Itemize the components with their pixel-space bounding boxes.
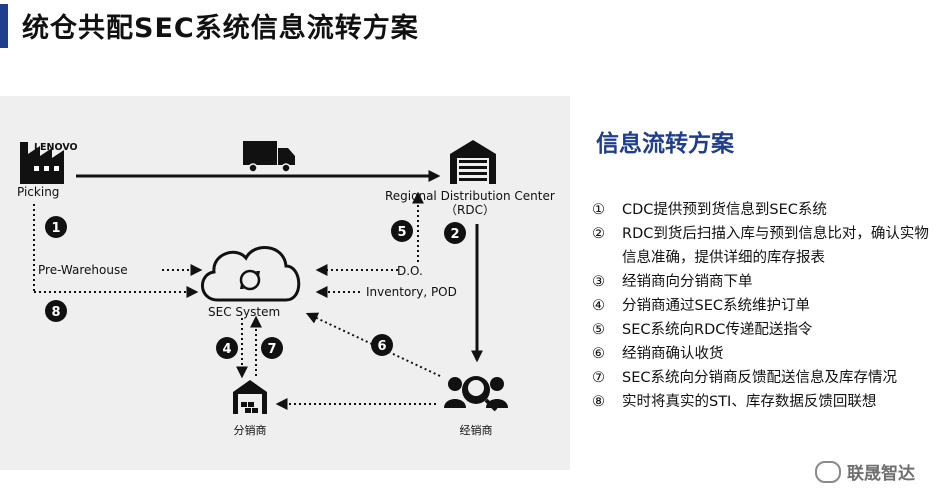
step-text: SEC系统向RDC传递配送指令 bbox=[622, 322, 813, 338]
badge-8: 8 bbox=[45, 300, 67, 322]
pre-warehouse-label: Pre-Warehouse bbox=[38, 263, 128, 277]
badge-7-text: 7 bbox=[267, 342, 276, 357]
step-text: 经销商向分销商下单 bbox=[622, 274, 753, 290]
list-item: ① CDC提供预到货信息到SEC系统 bbox=[592, 198, 937, 222]
title-accent-bar bbox=[0, 4, 8, 48]
badge-1: 1 bbox=[45, 216, 67, 238]
sec-system-label: SEC System bbox=[208, 305, 280, 319]
step-text: 经销商确认收货 bbox=[622, 346, 724, 362]
factory-icon bbox=[20, 142, 64, 184]
step-number: ③ bbox=[592, 274, 605, 290]
list-item: ⑧ 实时将真实的STI、库存数据反馈回联想 bbox=[592, 390, 937, 414]
rdc-name-label: Regional Distribution Center bbox=[385, 189, 555, 203]
step-number: ⑥ bbox=[592, 346, 605, 362]
step-number: ⑦ bbox=[592, 370, 605, 386]
list-item: ⑦ SEC系统向分销商反馈配送信息及库存情况 bbox=[592, 366, 937, 390]
wechat-icon bbox=[815, 460, 841, 483]
rdc-abbr-label: （RDC） bbox=[445, 203, 495, 217]
step-text: CDC提供预到货信息到SEC系统 bbox=[622, 202, 827, 218]
rdc-warehouse-icon bbox=[450, 140, 496, 184]
badge-6: 6 bbox=[371, 334, 393, 356]
watermark: 联晟智达 bbox=[815, 459, 915, 484]
badge-5-text: 5 bbox=[397, 225, 406, 240]
badge-5: 5 bbox=[391, 220, 413, 242]
truck-icon bbox=[243, 141, 295, 173]
badge-2: 2 bbox=[444, 222, 466, 244]
page-title: 统仓共配SEC系统信息流转方案 bbox=[22, 13, 419, 44]
badge-7: 7 bbox=[261, 337, 283, 359]
step-number: ① bbox=[592, 202, 605, 218]
badge-8-text: 8 bbox=[51, 305, 60, 320]
picking-label: Picking bbox=[17, 185, 59, 199]
list-item: ④ 分销商通过SEC系统维护订单 bbox=[592, 294, 937, 318]
inventory-pod-label: Inventory, POD bbox=[366, 285, 457, 299]
step-text: 分销商通过SEC系统维护订单 bbox=[622, 298, 810, 314]
dotted-flows bbox=[33, 191, 441, 410]
step-text: 实时将真实的STI、库存数据反馈回联想 bbox=[622, 394, 877, 410]
list-item: ⑥ 经销商确认收货 bbox=[592, 342, 937, 366]
badge-6-text: 6 bbox=[377, 339, 386, 354]
side-title: 信息流转方案 bbox=[596, 131, 734, 157]
step-number: ⑤ bbox=[592, 322, 605, 338]
factory-brand-label: LENOVO bbox=[34, 142, 78, 153]
distributor-people-icon bbox=[444, 376, 508, 412]
badge-4: 4 bbox=[216, 337, 238, 359]
badge-1-text: 1 bbox=[51, 221, 60, 236]
list-item: ② RDC到货后扫描入库与预到信息比对，确认实物信息准确，提供详细的库存报表 bbox=[592, 222, 937, 270]
distributor-label: 经销商 bbox=[460, 423, 493, 437]
sub-distributor-label: 分销商 bbox=[234, 423, 267, 437]
list-item: ③ 经销商向分销商下单 bbox=[592, 270, 937, 294]
step-number: ④ bbox=[592, 298, 605, 314]
list-item: ⑤ SEC系统向RDC传递配送指令 bbox=[592, 318, 937, 342]
step-number: ② bbox=[592, 226, 605, 242]
flow-diagram: LENOVO Picking Regional Distribution Cen… bbox=[0, 96, 570, 470]
flow-diagram-svg: LENOVO Picking Regional Distribution Cen… bbox=[17, 140, 555, 437]
badge-4-text: 4 bbox=[222, 342, 231, 357]
steps-list: ① CDC提供预到货信息到SEC系统 ② RDC到货后扫描入库与预到信息比对，确认实… bbox=[592, 198, 937, 414]
step-text: SEC系统向分销商反馈配送信息及库存情况 bbox=[622, 370, 897, 386]
badge-2-text: 2 bbox=[450, 227, 459, 242]
step-text: RDC到货后扫描入库与预到信息比对，确认实物信息准确，提供详细的库存报表 bbox=[622, 226, 929, 266]
step-number: ⑧ bbox=[592, 394, 605, 410]
sec-cloud-icon bbox=[201, 246, 301, 302]
watermark-text: 联晟智达 bbox=[847, 464, 915, 484]
sub-distributor-warehouse-icon bbox=[233, 380, 267, 414]
do-label: D.O. bbox=[397, 264, 423, 278]
